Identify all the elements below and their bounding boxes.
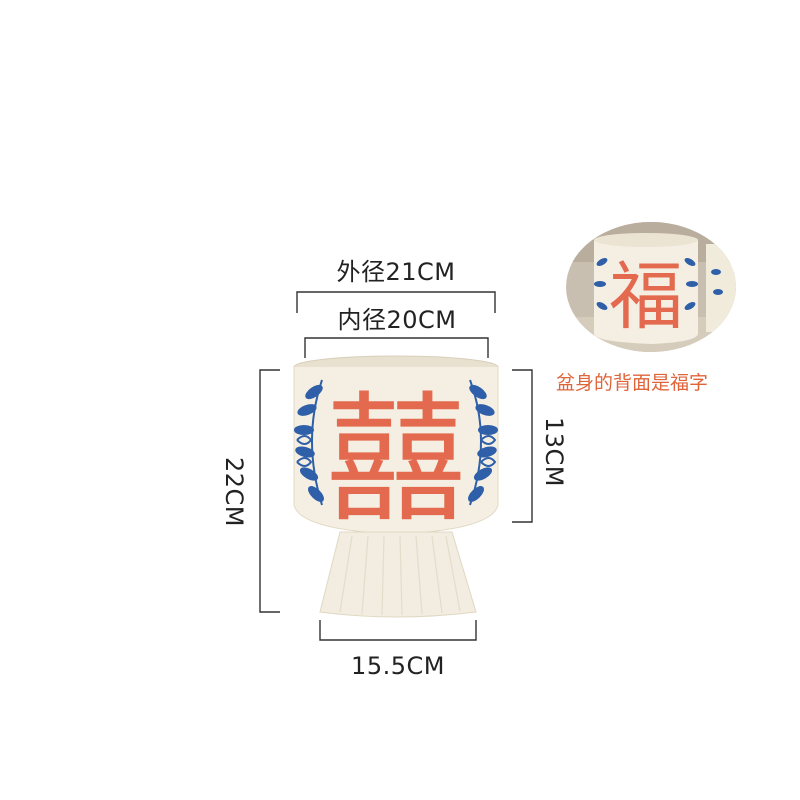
back-view-note: 盆身的背面是福字 [556, 372, 709, 394]
fortune-glyph: 福 [609, 254, 683, 340]
total-height-line [259, 369, 280, 613]
bowl-height-line [512, 369, 533, 523]
inner-diameter-line [304, 337, 489, 358]
outer-diameter-label: 外径21CM [336, 258, 456, 286]
back-view-inset: 福 [566, 222, 736, 352]
back-view-illustration: 福 [566, 222, 736, 352]
inner-diameter-label: 内径20CM [337, 306, 457, 334]
base-diameter-line [319, 620, 477, 641]
left-laurel [294, 379, 324, 506]
total-height-label: 22CM [220, 456, 248, 527]
double-happiness-glyph: 囍 [326, 379, 466, 542]
outer-diameter-line [296, 291, 496, 313]
bowl-height-label: 13CM [540, 416, 568, 487]
right-laurel [468, 379, 498, 506]
flower-pot: 囍 [293, 355, 499, 618]
base-diameter-label: 15.5CM [351, 652, 445, 680]
